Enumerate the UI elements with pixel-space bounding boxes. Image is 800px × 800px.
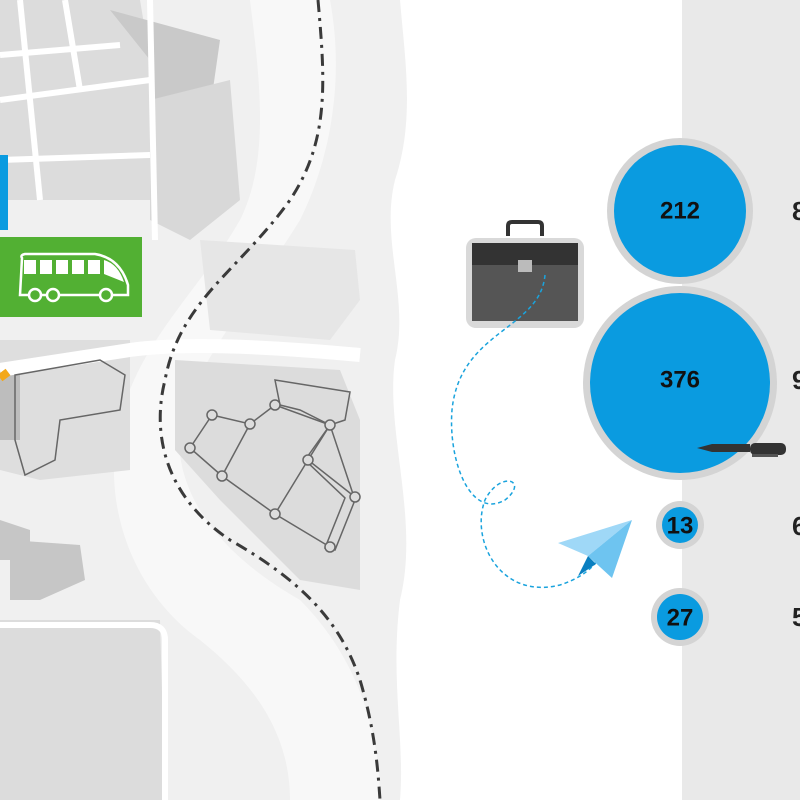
- bus-badge: [0, 237, 142, 317]
- bubble-value: 212: [660, 198, 700, 225]
- bubble-212: [607, 138, 753, 284]
- blue-badge: [0, 155, 8, 230]
- bubble-13: [656, 501, 704, 549]
- bubble-27: [651, 588, 709, 646]
- side-label: 5: [792, 602, 800, 632]
- map: [0, 0, 407, 800]
- side-label: 9: [792, 365, 800, 395]
- bubble-value: 27: [667, 605, 694, 632]
- bubble-value: 376: [660, 367, 700, 394]
- bus-icon: [18, 252, 130, 303]
- bubble-value: 13: [667, 513, 694, 540]
- paper-plane-icon: [558, 520, 632, 578]
- bubble-376: [583, 286, 777, 480]
- side-label: 8: [792, 196, 800, 226]
- side-label: 6: [792, 511, 800, 541]
- dashed-path: [450, 274, 606, 588]
- pen-icon: [697, 443, 786, 457]
